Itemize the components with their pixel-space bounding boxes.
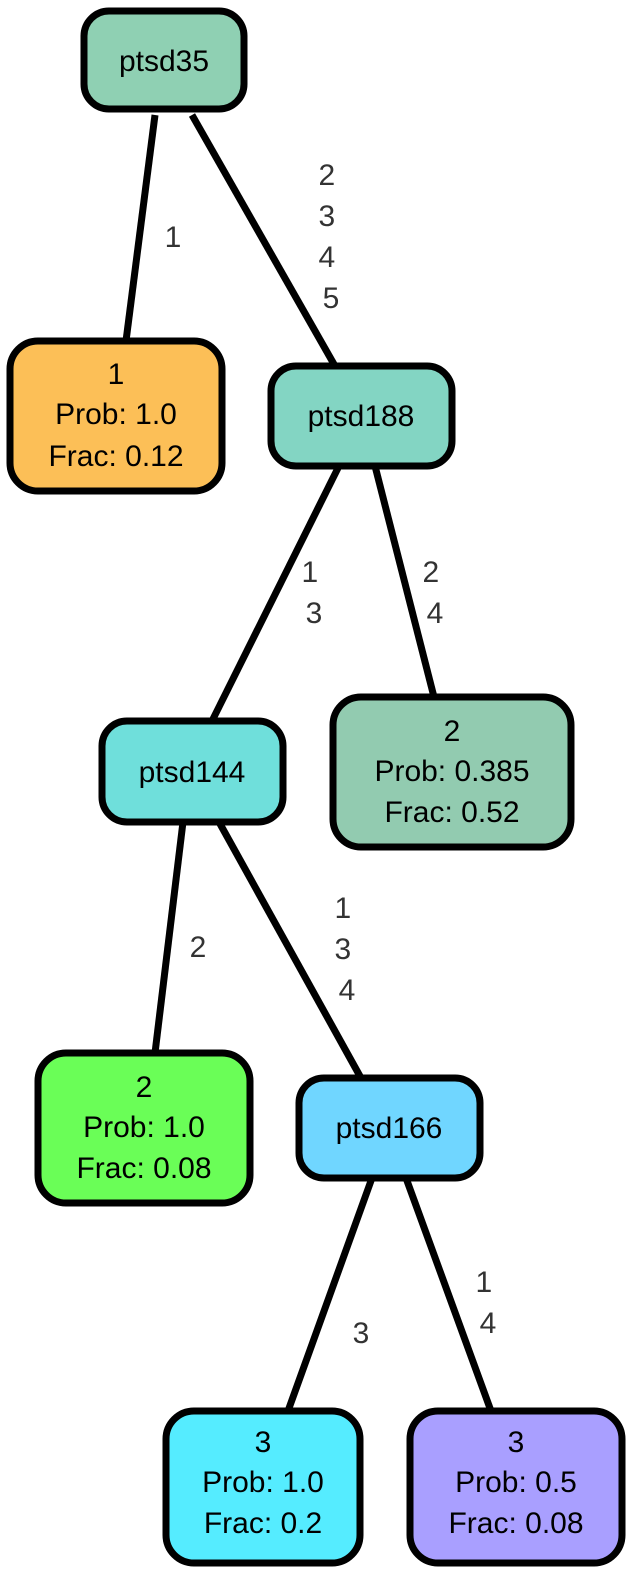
node-ptsd35-box bbox=[80, 7, 248, 113]
edge-label-ptsd188-leaf2a: 2 4 bbox=[422, 556, 447, 630]
node-ptsd166-box bbox=[295, 1074, 484, 1182]
node-leaf-2-b-frac: Frac: 0.08 bbox=[76, 1152, 211, 1185]
node-ptsd35: ptsd35 bbox=[80, 7, 248, 113]
edge-label-ptsd188-ptsd144: 1 3 bbox=[301, 556, 326, 630]
edge-label-ptsd144-leaf2b: 2 bbox=[190, 931, 207, 964]
node-leaf-2-b: 2 Prob: 1.0 Frac: 0.08 bbox=[34, 1049, 254, 1207]
edge-ptsd166-leaf3a: 3 bbox=[284, 1176, 376, 1413]
node-ptsd35-label: ptsd35 bbox=[119, 45, 209, 78]
edge-ptsd188-leaf2a: 2 4 bbox=[371, 465, 447, 698]
node-leaf-3-b-prob: Prob: 0.5 bbox=[455, 1466, 577, 1499]
node-leaf-3-a-class: 3 bbox=[255, 1426, 272, 1459]
node-leaf-3-a-frac: Frac: 0.2 bbox=[204, 1507, 322, 1540]
node-ptsd144: ptsd144 bbox=[98, 717, 287, 826]
node-ptsd166-label: ptsd166 bbox=[336, 1112, 443, 1145]
node-ptsd144-box bbox=[98, 717, 287, 826]
node-leaf-2-a: 2 Prob: 0.385 Frac: 0.52 bbox=[329, 693, 575, 851]
node-leaf-2-a-class: 2 bbox=[444, 715, 461, 748]
node-leaf-3-b: 3 Prob: 0.5 Frac: 0.08 bbox=[406, 1407, 626, 1567]
edge-ptsd166-leaf3b: 1 4 bbox=[402, 1176, 500, 1413]
node-leaf-1-frac: Frac: 0.12 bbox=[48, 440, 183, 473]
edge-ptsd144-ptsd166: 1 3 4 bbox=[215, 820, 365, 1080]
edge-label-ptsd35-leaf1: 1 bbox=[165, 221, 182, 254]
edges: 1 2 3 4 5 1 3 2 4 bbox=[122, 113, 500, 1413]
node-leaf-3-b-class: 3 bbox=[508, 1426, 525, 1459]
edge-ptsd144-leaf2b: 2 bbox=[151, 821, 207, 1054]
node-leaf-3-a-box bbox=[162, 1407, 364, 1567]
node-leaf-1-class: 1 bbox=[108, 358, 125, 391]
node-leaf-2-a-box bbox=[329, 693, 575, 851]
edge-ptsd35-leaf1: 1 bbox=[122, 114, 182, 342]
node-ptsd188-box bbox=[267, 362, 456, 470]
node-leaf-1-box bbox=[6, 337, 226, 495]
edge-label-ptsd35-ptsd188: 2 3 4 5 bbox=[318, 159, 343, 315]
node-ptsd166: ptsd166 bbox=[295, 1074, 484, 1182]
node-ptsd188: ptsd188 bbox=[267, 362, 456, 470]
edge-ptsd35-ptsd188: 2 3 4 5 bbox=[188, 113, 343, 368]
node-leaf-2-a-frac: Frac: 0.52 bbox=[384, 796, 519, 829]
node-leaf-3-a: 3 Prob: 1.0 Frac: 0.2 bbox=[162, 1407, 364, 1567]
edge-label-ptsd166-leaf3b: 1 4 bbox=[475, 1266, 500, 1340]
nodes: ptsd35 1 Prob: 1.0 Frac: 0.12 ptsd188 pt… bbox=[6, 7, 626, 1567]
node-leaf-2-b-box bbox=[34, 1049, 254, 1207]
node-leaf-2-a-prob: Prob: 0.385 bbox=[374, 755, 529, 788]
edge-ptsd188-ptsd144: 1 3 bbox=[208, 464, 343, 723]
node-leaf-2-b-class: 2 bbox=[136, 1071, 153, 1104]
node-leaf-2-b-prob: Prob: 1.0 bbox=[83, 1111, 205, 1144]
edge-label-ptsd144-ptsd166: 1 3 4 bbox=[334, 892, 359, 1007]
node-leaf-3-b-frac: Frac: 0.08 bbox=[448, 1507, 583, 1540]
node-ptsd188-label: ptsd188 bbox=[308, 400, 415, 433]
node-leaf-1-prob: Prob: 1.0 bbox=[55, 398, 177, 431]
node-leaf-3-a-prob: Prob: 1.0 bbox=[202, 1466, 324, 1499]
node-ptsd144-label: ptsd144 bbox=[139, 756, 246, 789]
edge-label-ptsd166-leaf3a: 3 bbox=[353, 1317, 370, 1350]
node-leaf-3-b-box bbox=[406, 1407, 626, 1567]
node-leaf-1: 1 Prob: 1.0 Frac: 0.12 bbox=[6, 337, 226, 495]
